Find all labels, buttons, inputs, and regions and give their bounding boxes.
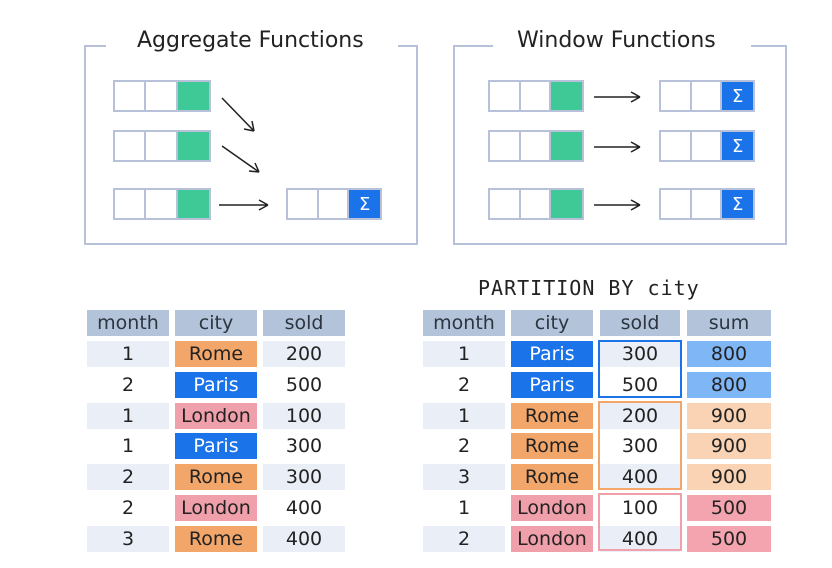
sigma-icon: Σ: [349, 190, 381, 218]
city-cell: Rome: [511, 464, 593, 490]
month-cell: 3: [423, 464, 505, 490]
sold-cell: 400: [600, 526, 680, 552]
arrow-icon: [594, 91, 641, 103]
sold-cell: 200: [263, 341, 345, 367]
window-input-row-1: [488, 80, 584, 112]
month-cell: 2: [457, 374, 471, 396]
sold-cell: 200: [600, 403, 680, 429]
partition-outline-rome: [598, 401, 682, 490]
partition-outline-london: [598, 493, 682, 551]
city-cell: London: [511, 495, 593, 521]
month-cell: 2: [87, 464, 169, 490]
city-cell: Rome: [511, 433, 593, 459]
sigma-icon: Σ: [722, 132, 754, 160]
sold-cell: 100: [621, 497, 659, 519]
column-header: sum: [687, 310, 771, 336]
sum-cell: 500: [687, 495, 771, 521]
aggregate-input-row-3: [113, 188, 211, 220]
month-cell: 3: [87, 526, 169, 552]
window-output-row-1: Σ: [659, 80, 755, 112]
sold-cell: 400: [285, 497, 323, 519]
window-input-row-2: [488, 130, 584, 162]
sum-cell: 900: [687, 433, 771, 459]
aggregate-panel: Aggregate Functions: [84, 28, 418, 245]
sum-cell: 500: [687, 526, 771, 552]
month-cell: 1: [423, 341, 505, 367]
sold-cell: 300: [621, 435, 659, 457]
column-header: sold: [600, 310, 680, 336]
window-input-row-3: [488, 188, 584, 220]
month-cell: 1: [87, 403, 169, 429]
window-output-row-3: Σ: [659, 188, 755, 220]
aggregate-output-row: Σ: [286, 188, 382, 220]
city-cell: London: [175, 495, 257, 521]
sold-cell: 400: [263, 526, 345, 552]
window-output-row-2: Σ: [659, 130, 755, 162]
city-cell: Rome: [511, 403, 593, 429]
sold-cell: 400: [600, 464, 680, 490]
window-title: Window Functions: [517, 28, 716, 53]
month-cell: 1: [87, 341, 169, 367]
month-cell: 1: [457, 497, 471, 519]
sold-cell: 300: [285, 435, 323, 457]
sold-cell: 300: [263, 464, 345, 490]
sold-cell: 100: [263, 403, 345, 429]
sum-cell: 900: [687, 464, 771, 490]
city-cell: Rome: [175, 526, 257, 552]
aggregate-title: Aggregate Functions: [137, 28, 364, 53]
city-cell: Rome: [175, 464, 257, 490]
month-cell: 2: [423, 526, 505, 552]
sold-cell: 500: [621, 374, 659, 396]
month-cell: 2: [457, 435, 471, 457]
sold-cell: 300: [600, 341, 680, 367]
column-header: month: [423, 310, 505, 336]
city-cell: Paris: [511, 372, 593, 398]
partition-label: PARTITION BY city: [478, 276, 700, 300]
arrow-icon: [594, 199, 641, 211]
sold-cell: 500: [285, 374, 323, 396]
month-cell: 2: [121, 497, 135, 519]
sum-cell: 900: [687, 403, 771, 429]
column-header: sold: [263, 310, 345, 336]
city-cell: Paris: [175, 433, 257, 459]
month-cell: 2: [121, 374, 135, 396]
arrow-icon: [594, 141, 641, 153]
arrow-icon: [221, 145, 260, 173]
month-cell: 1: [121, 435, 135, 457]
column-header: month: [87, 310, 169, 336]
city-cell: London: [175, 403, 257, 429]
arrow-icon: [221, 97, 255, 132]
aggregate-input-row-2: [113, 130, 211, 162]
column-header: city: [175, 310, 257, 336]
window-panel: Window Functions: [453, 28, 787, 245]
column-header: city: [511, 310, 593, 336]
city-cell: Paris: [175, 372, 257, 398]
sum-cell: 800: [687, 341, 771, 367]
city-cell: London: [511, 526, 593, 552]
arrow-icon: [219, 199, 269, 211]
city-cell: Paris: [511, 341, 593, 367]
sigma-icon: Σ: [722, 190, 754, 218]
month-cell: 1: [423, 403, 505, 429]
partition-outline-paris: [598, 340, 682, 398]
sum-cell: 800: [687, 372, 771, 398]
city-cell: Rome: [175, 341, 257, 367]
sigma-icon: Σ: [722, 82, 754, 110]
aggregate-input-row-1: [113, 80, 211, 112]
